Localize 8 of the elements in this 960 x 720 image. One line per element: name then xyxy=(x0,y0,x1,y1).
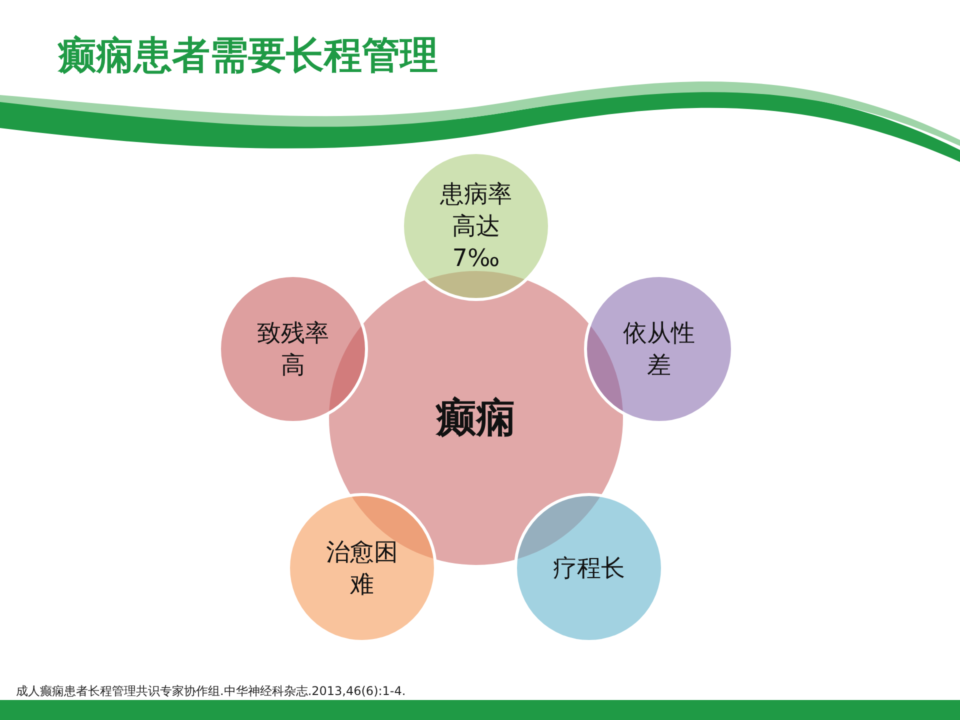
reference-note: 成人癫痫患者长程管理共识专家协作组.中华神经科杂志.2013,46(6):1-4. xyxy=(16,683,406,700)
circle-label: 疗程长 xyxy=(552,553,626,584)
circle-label: 治愈困难 xyxy=(325,537,399,600)
circle-label: 依从性差 xyxy=(622,318,696,381)
circle-label: 致残率高 xyxy=(256,318,330,381)
slide-title: 癫痫患者需要长程管理 xyxy=(58,32,438,79)
circle-label: 癫痫 xyxy=(434,394,517,442)
circle-label: 患病率高达7‰ xyxy=(439,179,513,274)
